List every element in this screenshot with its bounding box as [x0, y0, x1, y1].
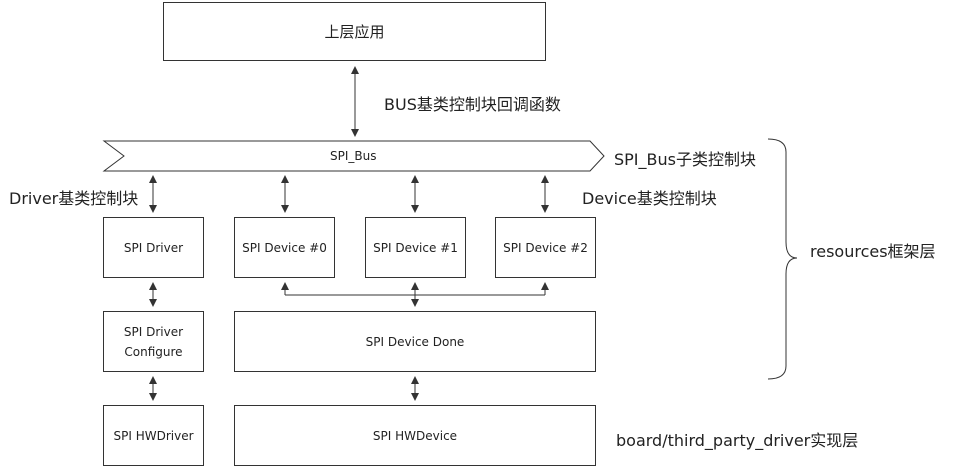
- device-base-label: Device基类控制块: [582, 189, 717, 208]
- spi-device-done-box: SPI Device Done: [234, 311, 596, 372]
- app-label: 上层应用: [324, 22, 385, 41]
- spi-hwdriver-box: SPI HWDriver: [103, 405, 204, 466]
- resources-layer-label: resources框架层: [810, 242, 936, 261]
- spi-device-2-box: SPI Device #2: [495, 217, 596, 278]
- spi-bus-label: SPI_Bus: [330, 149, 377, 163]
- spi-device-done-label: SPI Device Done: [365, 334, 465, 349]
- spi-device-0-box: SPI Device #0: [234, 217, 335, 278]
- spi-device-1-box: SPI Device #1: [365, 217, 466, 278]
- spi-driver-configure-line2: Configure: [124, 344, 183, 359]
- spi-hwdriver-label: SPI HWDriver: [113, 428, 194, 443]
- spi-driver-configure-line1: SPI Driver: [123, 324, 184, 339]
- app-box: 上层应用: [163, 2, 546, 61]
- spi-device-2-label: SPI Device #2: [503, 240, 588, 255]
- resources-brace: [767, 138, 798, 380]
- board-layer-label: board/third_party_driver实现层: [616, 431, 859, 450]
- driver-base-label: Driver基类控制块: [9, 189, 139, 208]
- bus-callbacks-label: BUS基类控制块回调函数: [384, 95, 561, 114]
- spi-bus-shape: [102, 140, 605, 172]
- spi-device-0-label: SPI Device #0: [242, 240, 327, 255]
- spi-hwdevice-box: SPI HWDevice: [234, 405, 596, 466]
- spi-driver-box: SPI Driver: [103, 217, 204, 278]
- spi-hwdevice-label: SPI HWDevice: [372, 428, 458, 443]
- spi-device-1-label: SPI Device #1: [373, 240, 458, 255]
- spi-driver-label: SPI Driver: [123, 240, 184, 255]
- spi-driver-configure-box: SPI Driver Configure: [103, 311, 204, 372]
- bus-subclass-label: SPI_Bus子类控制块: [614, 150, 756, 169]
